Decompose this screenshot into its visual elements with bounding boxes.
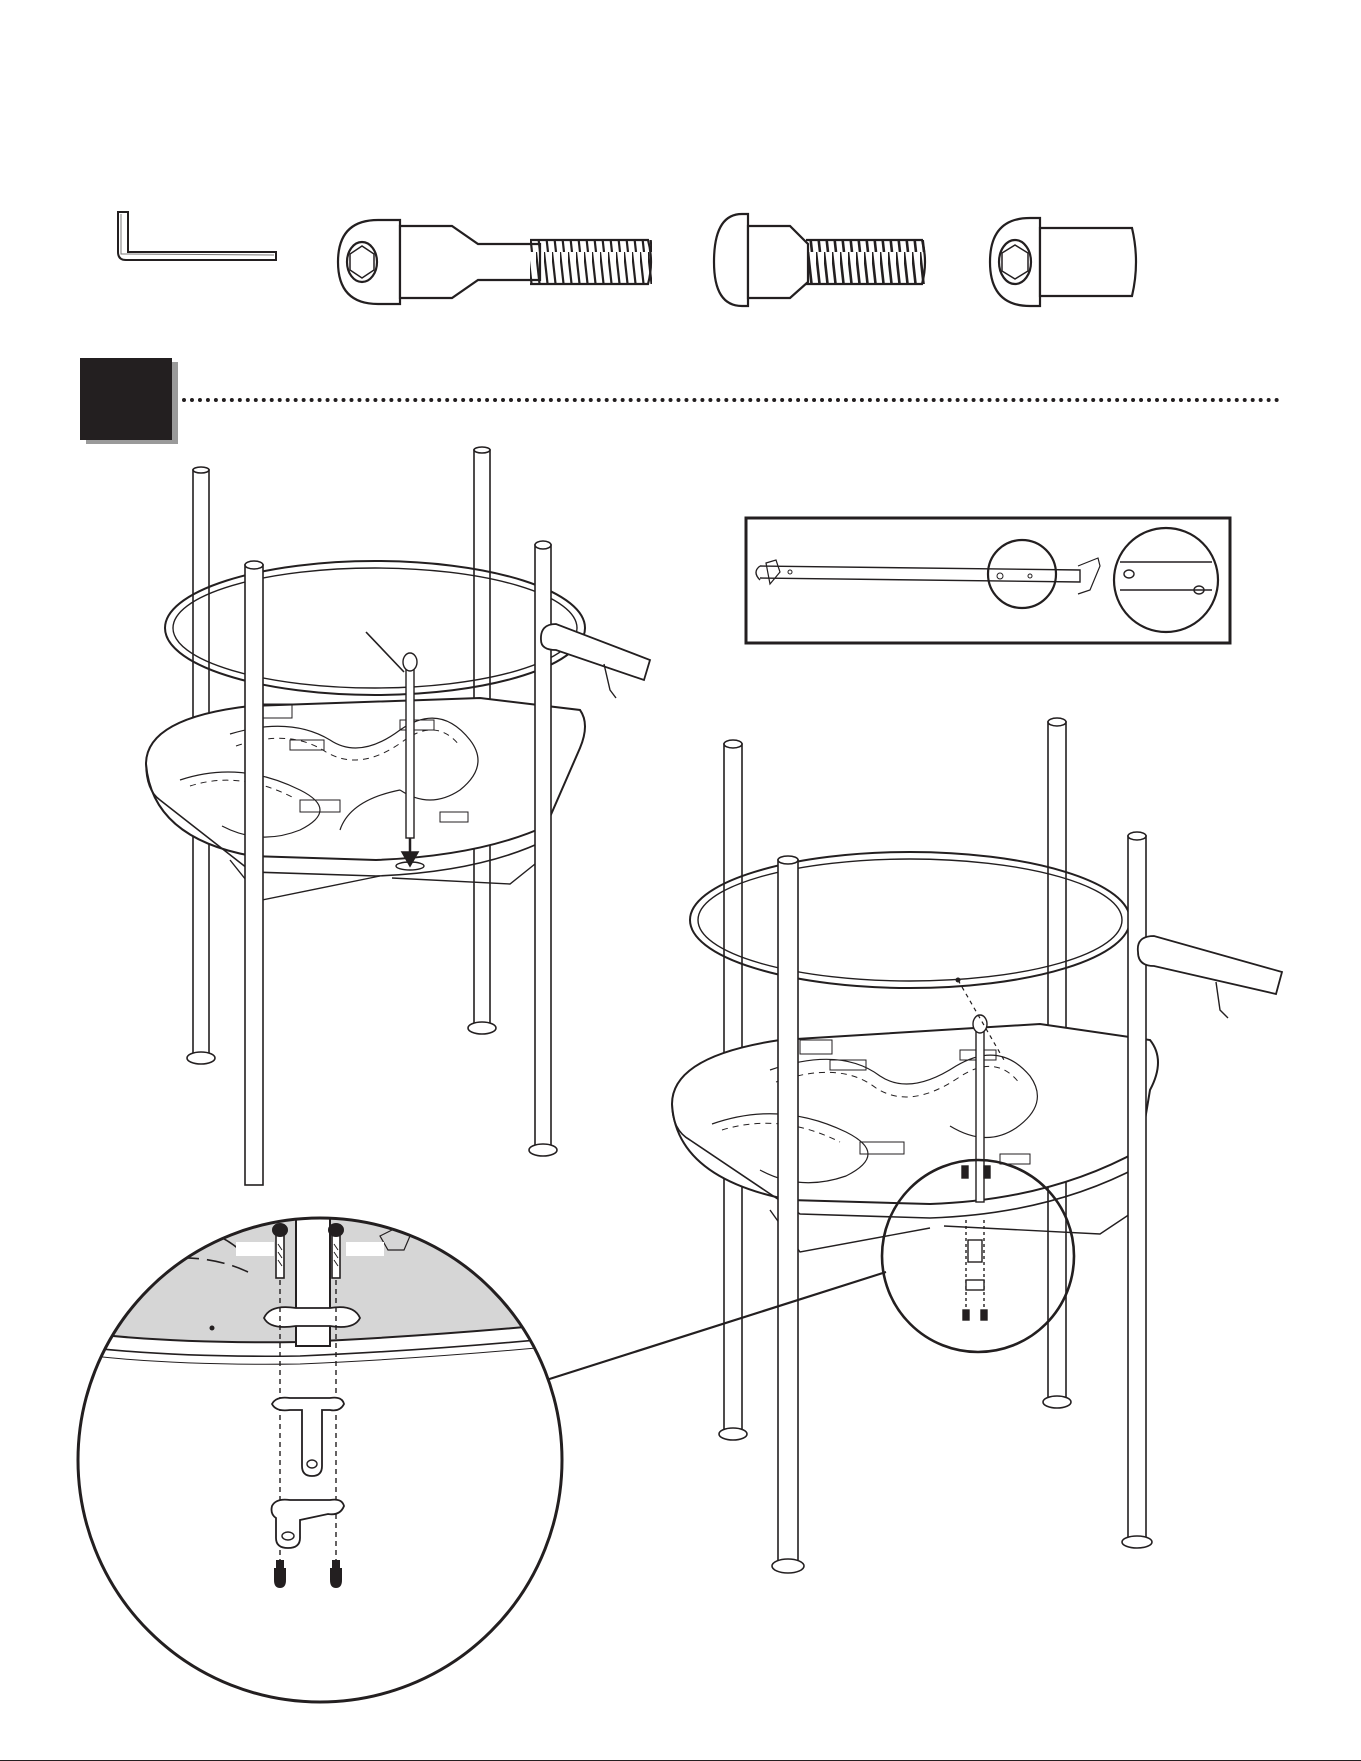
hex-key-icon: [118, 212, 276, 260]
left-assembly: [146, 447, 650, 1185]
hardware-detail-circle: [60, 1160, 600, 1702]
right-assembly: [672, 718, 1282, 1573]
detail-label-right: [348, 1244, 356, 1246]
barrel-nut-icon: [990, 218, 1136, 306]
long-shoulder-bolt-icon: [338, 220, 652, 304]
zoom-connector-line: [540, 1272, 886, 1382]
short-button-bolt-icon: [714, 214, 926, 306]
detail-label-left: [238, 1244, 246, 1246]
rail-detail-inset: [746, 518, 1230, 643]
